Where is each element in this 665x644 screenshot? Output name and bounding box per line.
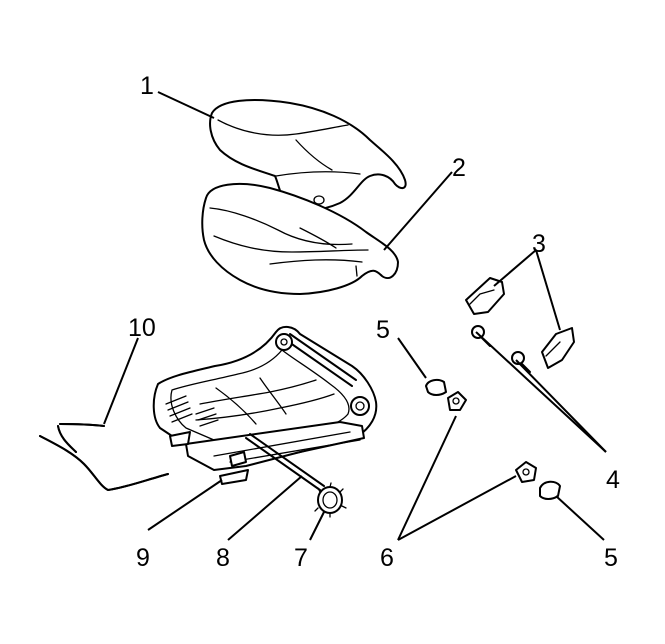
leader-7 bbox=[309, 511, 325, 541]
callout-labels: 1 2 3 4 5 5 6 7 8 9 10 bbox=[128, 72, 620, 572]
leader-5b bbox=[555, 495, 605, 541]
callout-1: 1 bbox=[140, 72, 154, 100]
callout-8: 8 bbox=[216, 544, 230, 572]
leader-8 bbox=[227, 475, 303, 541]
part-10-wire-rod bbox=[39, 423, 169, 491]
leader-4a bbox=[475, 331, 607, 453]
callout-5-upper: 5 bbox=[376, 316, 390, 344]
callout-5-lower: 5 bbox=[604, 544, 618, 572]
part-6-bolt-lower bbox=[515, 461, 537, 483]
callout-7: 7 bbox=[294, 544, 308, 572]
leader-6b bbox=[397, 475, 517, 541]
part-6-bolt-upper bbox=[447, 391, 467, 411]
callout-2: 2 bbox=[452, 154, 466, 182]
leader-10 bbox=[103, 337, 139, 425]
part-1-seat-cushion-cover bbox=[209, 99, 407, 212]
leader-5a bbox=[397, 337, 427, 379]
leader-3a bbox=[493, 249, 537, 287]
callout-4: 4 bbox=[606, 466, 620, 494]
leader-6a bbox=[397, 415, 457, 541]
part-2-seat-cushion-pad bbox=[201, 182, 399, 295]
callout-3: 3 bbox=[532, 230, 546, 258]
leader-9 bbox=[147, 479, 223, 531]
leader-1 bbox=[157, 91, 215, 119]
callout-9: 9 bbox=[136, 544, 150, 572]
leader-2 bbox=[383, 171, 453, 251]
leader-lines bbox=[103, 91, 607, 541]
part-5-cap-lower bbox=[539, 480, 561, 500]
callout-6: 6 bbox=[380, 544, 394, 572]
part-7-adjuster-knob bbox=[314, 482, 347, 518]
leader-4b bbox=[515, 359, 607, 453]
seat-frame-assembly bbox=[152, 326, 378, 491]
callout-10: 10 bbox=[128, 314, 156, 342]
leader-3b bbox=[535, 249, 561, 331]
part-3-trim-covers bbox=[465, 277, 575, 369]
part-5-cap-upper bbox=[425, 378, 447, 396]
